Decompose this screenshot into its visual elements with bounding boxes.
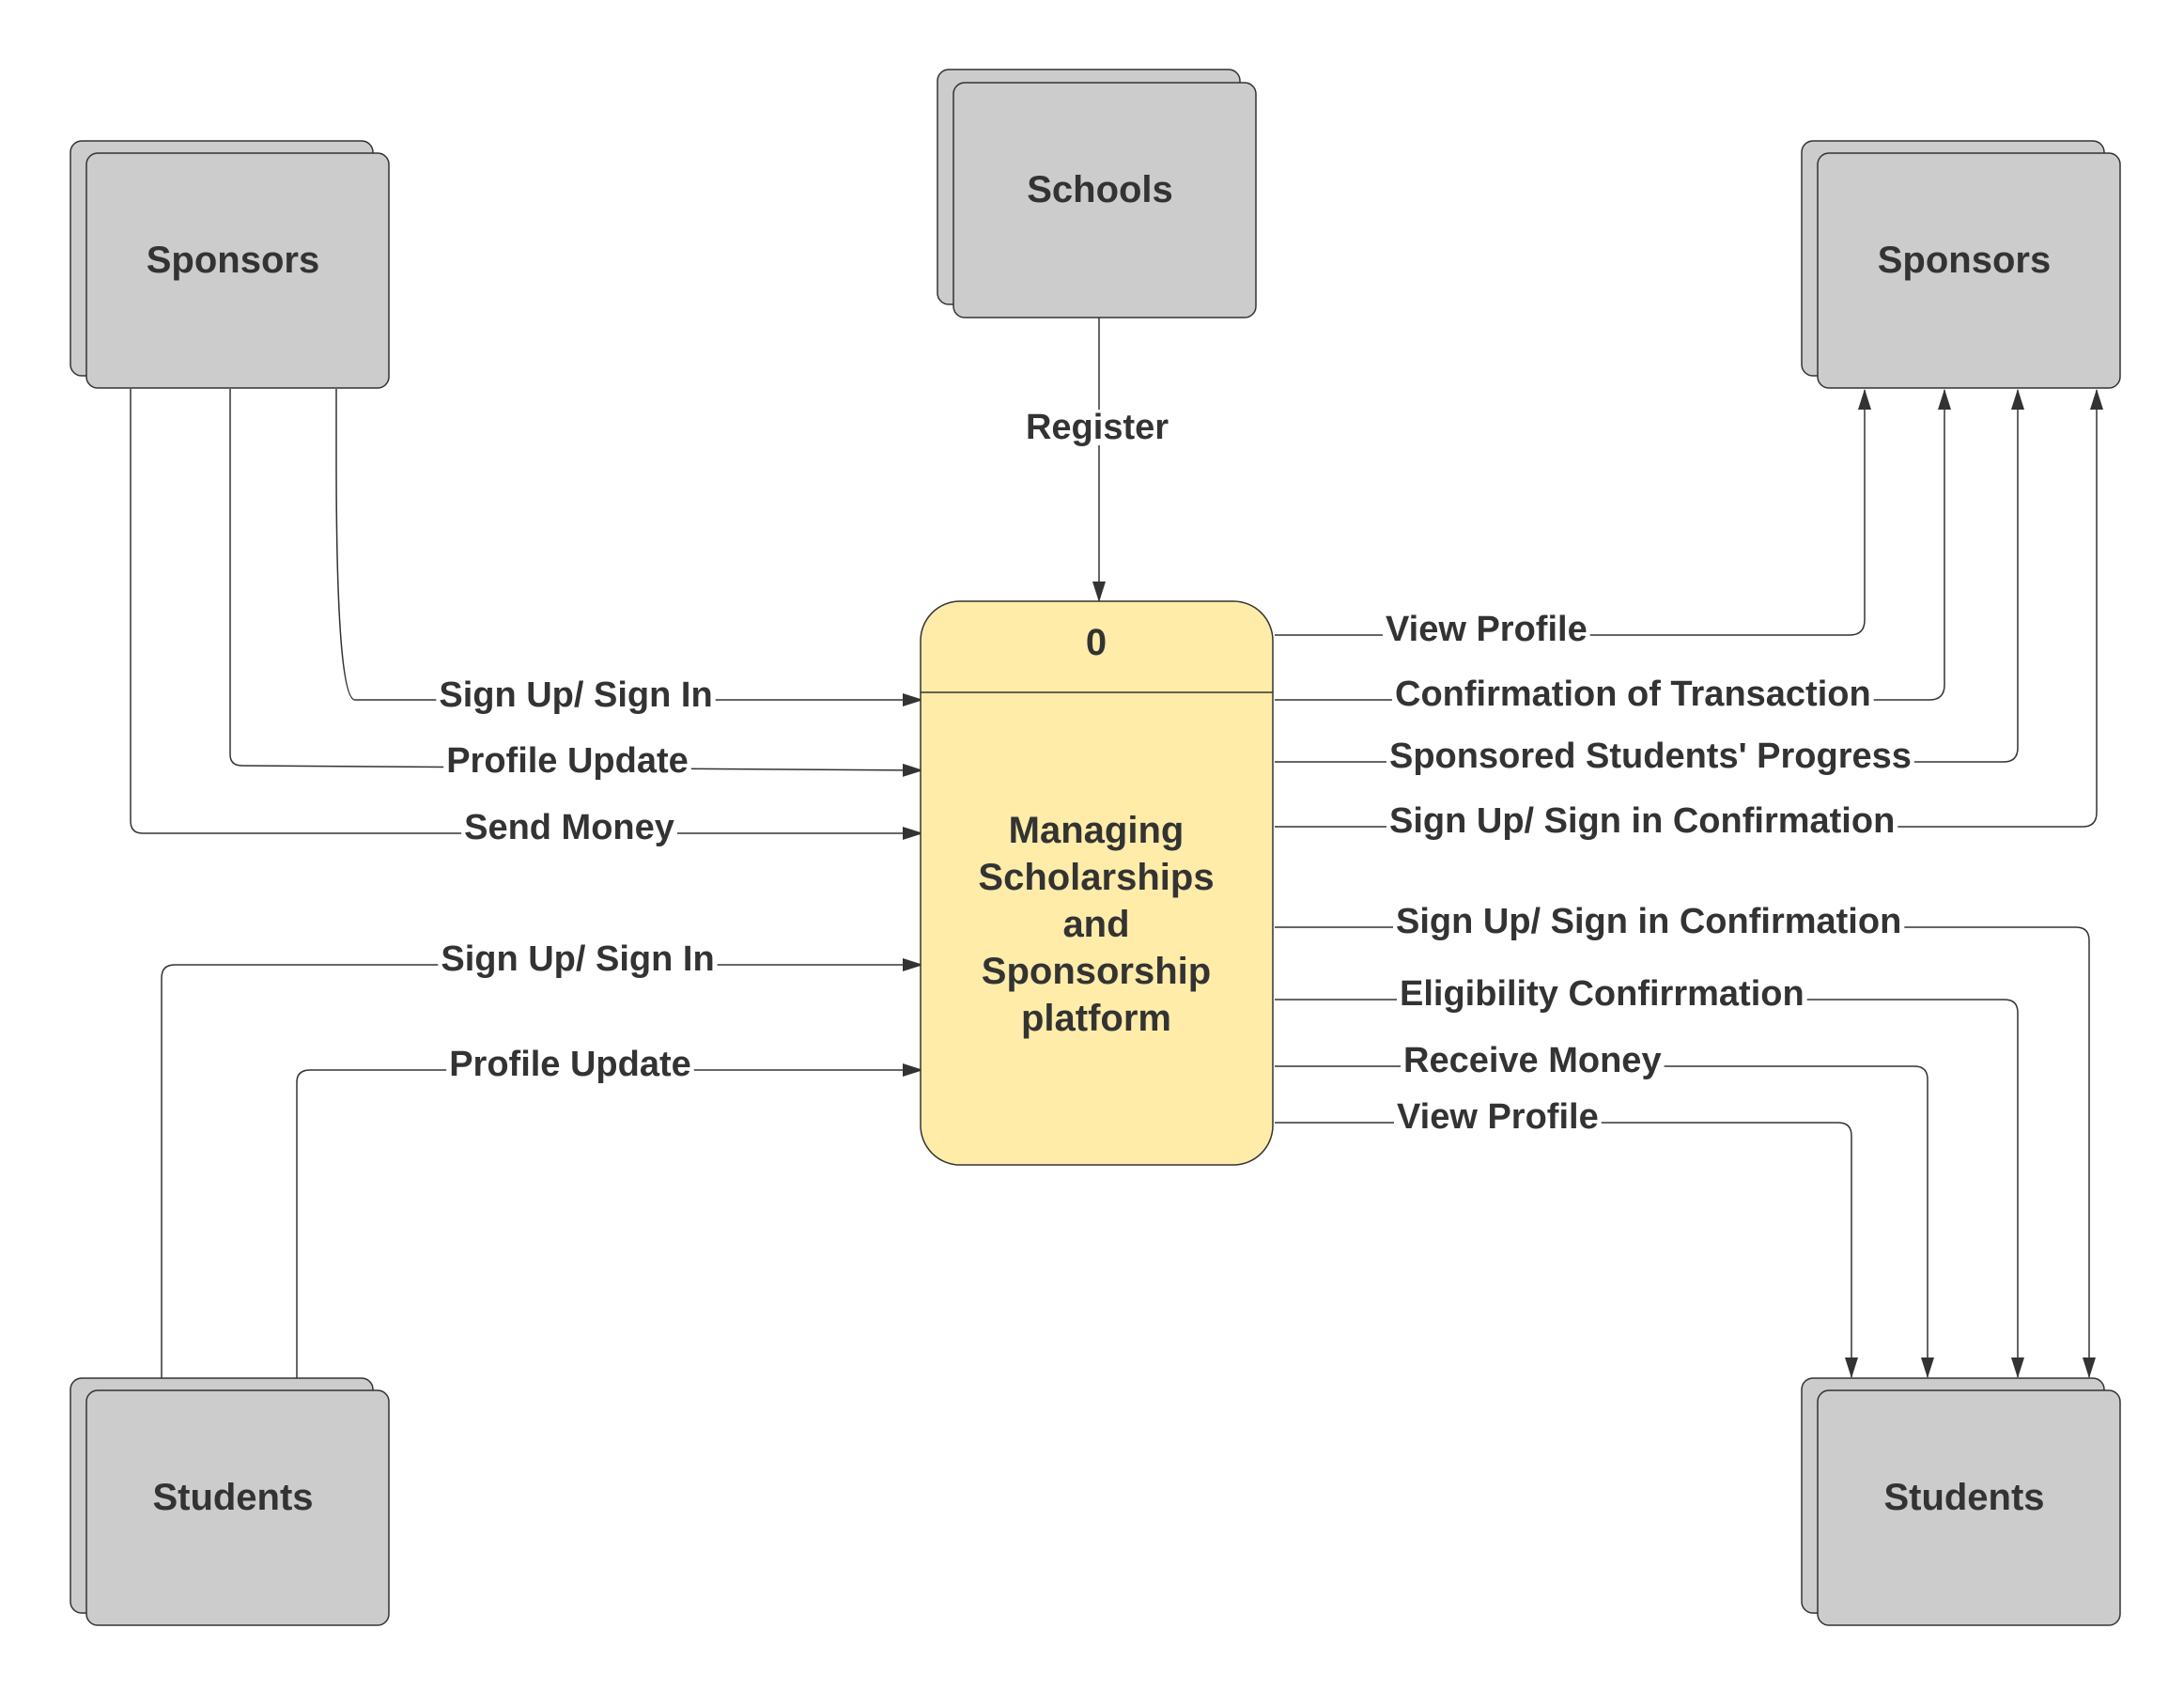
student-profile-update-flow-line [296, 1063, 923, 1381]
flow-label-background [1397, 976, 1807, 1012]
entity-box [1817, 152, 2121, 389]
sponsor-send-money-label: Send Money [461, 808, 677, 847]
flow-label-text: View Profile [1397, 1097, 1599, 1137]
eligibility-confirmation-label: Eligibility Confirrmation [1397, 974, 1807, 1014]
flow-label-background [443, 743, 691, 779]
process-name-line: and [1062, 904, 1129, 945]
process-0: 0 Managing Scholarships and Sponsorship … [920, 600, 1274, 1166]
eligibility-confirmation-flow-line [1275, 999, 2024, 1378]
sponsor-view-profile-flow-line [1275, 389, 1871, 636]
flow-label-text: Profile Update [446, 741, 689, 781]
flow-label-background [1392, 676, 1874, 712]
entity-students-right: Students [1801, 1377, 2121, 1626]
entity-students-left: Students [70, 1377, 390, 1626]
flow-label-text: Eligibility Confirrmation [1400, 974, 1805, 1014]
student-view-profile-label: View Profile [1394, 1097, 1602, 1137]
sponsor-sign-up-flow-line [335, 389, 923, 706]
process-box [920, 600, 1274, 1166]
entity-box [953, 82, 1257, 318]
flow-label-background [1386, 803, 1898, 839]
process-name-line: platform [1021, 998, 1171, 1039]
process-name-line: Sponsorship [982, 951, 1211, 992]
process-name-line: Scholarships [978, 857, 1214, 898]
student-sign-up-confirmation-label: Sign Up/ Sign in Confirmation [1393, 902, 1905, 941]
flow-label-background [461, 810, 677, 846]
sponsor-send-money-flow-line [130, 389, 923, 840]
flow-labels: Register Sign Up/ Sign In Profile Update… [436, 408, 1914, 1137]
sponsored-students-progress-flow-line [1275, 389, 2024, 763]
flow-label-text: Sign Up/ Sign In [439, 675, 712, 715]
confirmation-of-transaction-flow-line [1275, 389, 1951, 701]
entity-sponsors-right: Sponsors [1801, 140, 2121, 389]
confirmation-of-transaction-label: Confirmation of Transaction [1392, 675, 1874, 714]
process-name-line: Managing [1009, 810, 1185, 851]
entity-label: Students [152, 1477, 313, 1518]
flow-label-text: Sign Up/ Sign in Confirmation [1389, 801, 1895, 841]
flow-label-text: Sponsored Students' Progress [1389, 737, 1912, 776]
sponsored-students-progress-label: Sponsored Students' Progress [1386, 737, 1914, 776]
sponsor-sign-up-confirmation-flow-line [1275, 389, 2103, 828]
flow-label-text: Send Money [464, 808, 674, 847]
entity-label: Sponsors [147, 240, 319, 281]
flow-label-background [446, 1047, 694, 1082]
flow-label-background [1394, 1099, 1602, 1135]
flow-label-background [438, 941, 718, 977]
flow-lines [130, 318, 2103, 1381]
entity-label: Schools [1027, 169, 1173, 210]
flow-label-text: Confirmation of Transaction [1395, 675, 1871, 714]
sponsor-sign-up-label: Sign Up/ Sign In [436, 675, 716, 715]
student-sign-up-label: Sign Up/ Sign In [438, 939, 718, 979]
receive-money-flow-line [1275, 1065, 1934, 1378]
student-profile-update-label: Profile Update [446, 1045, 694, 1084]
flow-label-text: Register [1026, 408, 1169, 447]
entity-box [85, 1389, 390, 1626]
flow-label-background [1386, 738, 1914, 774]
student-sign-up-flow-line [161, 958, 923, 1381]
entity-label: Students [1883, 1477, 2044, 1518]
sponsor-profile-update-flow-line [229, 389, 923, 777]
flow-label-text: Receive Money [1403, 1041, 1662, 1080]
entity-box [1817, 1389, 2121, 1626]
entity-sponsors-left: Sponsors [70, 140, 390, 389]
entity-schools: Schools [937, 69, 1257, 318]
flow-label-text: Sign Up/ Sign in Confirmation [1396, 902, 1901, 941]
register-label: Register [1022, 408, 1172, 447]
process-number: 0 [1086, 622, 1107, 663]
student-view-profile-flow-line [1275, 1122, 1858, 1378]
entity-label: Sponsors [1878, 240, 2051, 281]
flow-label-text: Sign Up/ Sign In [441, 939, 714, 979]
flow-label-background [1022, 410, 1172, 445]
flow-label-background [1401, 1043, 1665, 1078]
student-sign-up-confirmation-flow-line [1275, 926, 2096, 1378]
receive-money-label: Receive Money [1401, 1041, 1665, 1080]
flow-label-text: View Profile [1386, 610, 1588, 649]
sponsor-sign-up-confirmation-label: Sign Up/ Sign in Confirmation [1386, 801, 1898, 841]
flow-label-background [1393, 904, 1905, 939]
sponsor-profile-update-label: Profile Update [443, 741, 691, 781]
flow-label-text: Profile Update [449, 1045, 691, 1084]
flow-label-background [436, 677, 716, 713]
sponsor-view-profile-label: View Profile [1383, 610, 1590, 649]
entity-box [85, 152, 390, 389]
flow-label-background [1383, 612, 1590, 647]
